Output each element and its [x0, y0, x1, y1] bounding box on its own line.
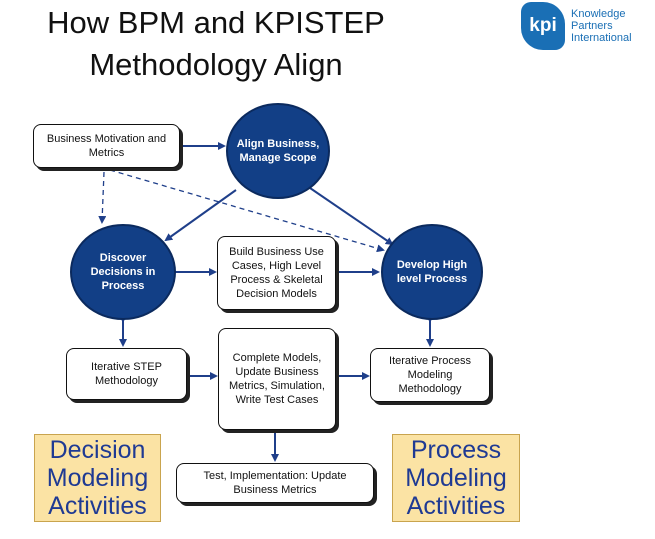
node-iterative-process: Iterative Process Modeling Methodology	[370, 348, 490, 402]
node-complete-models: Complete Models, Update Business Metrics…	[218, 328, 336, 430]
node-business-motivation: Business Motivation and Metrics	[33, 124, 180, 168]
node-develop: Develop High level Process	[381, 224, 483, 320]
node-align: Align Business, Manage Scope	[226, 103, 330, 199]
logo-mark: kpi	[521, 2, 565, 50]
edge-motivation-discover-dashed	[98, 171, 107, 224]
node-discover: Discover Decisions in Process	[70, 224, 176, 320]
kpi-logo: kpi Knowledge Partners International	[521, 2, 655, 54]
title-line-1: How BPM and KPISTEP	[47, 5, 385, 40]
logo-line-2: Partners	[571, 20, 613, 32]
logo-line-1: Knowledge	[571, 8, 626, 20]
edge-align-develop	[309, 187, 394, 246]
node-build-use-cases: Build Business Use Cases, High Level Pro…	[217, 236, 336, 310]
edge-align-discover	[164, 189, 237, 242]
decision-modeling-activities: Decision Modeling Activities	[34, 434, 161, 522]
node-iterative-step: Iterative STEP Methodology	[66, 348, 187, 400]
page-title: How BPM and KPISTEP Methodology Align	[6, 2, 426, 86]
title-line-2: Methodology Align	[89, 47, 343, 82]
node-test-implementation: Test, Implementation: Update Business Me…	[176, 463, 374, 503]
logo-line-3: International	[571, 32, 632, 44]
edge-motivation-develop-dashed	[109, 169, 385, 253]
process-modeling-activities: Process Modeling Activities	[392, 434, 520, 522]
